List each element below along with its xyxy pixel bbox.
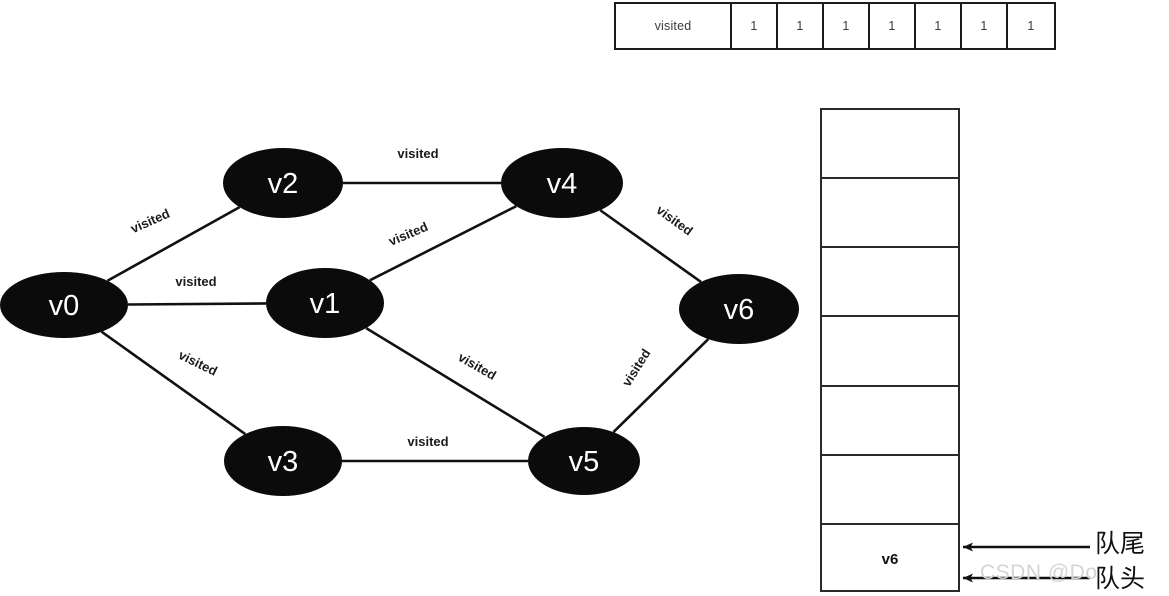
graph-node-v6[interactable]: [679, 274, 799, 344]
edge-label-v1-v4: visited: [386, 219, 430, 249]
edge-label-v2-v4: visited: [397, 146, 438, 161]
edge-label-v5-v6: visited: [619, 346, 654, 389]
edge-label-v1-v5: visited: [456, 349, 499, 383]
visited-cell-6: 1: [1027, 19, 1035, 33]
graph-drawing: v0 v1 v2 v3 v4 v5 v6 visited visited visited visi…: [0, 146, 799, 496]
queue-cell-4: [822, 387, 958, 456]
visited-cell-0: 1: [732, 4, 778, 48]
queue-tail-label: 队尾: [1095, 529, 1146, 558]
graph-node-v0[interactable]: [0, 272, 128, 338]
graph-node-v4[interactable]: [501, 148, 623, 218]
visited-cell-4: 1: [916, 4, 962, 48]
graph-node-v2[interactable]: [223, 148, 343, 218]
queue-head-label: 队头: [1095, 564, 1146, 593]
edge-label-v4-v6: visited: [654, 202, 696, 238]
queue-cell-3: [822, 317, 958, 387]
graph-node-v3[interactable]: [224, 426, 342, 496]
graph-node-label-v2: v2: [268, 168, 299, 200]
queue-cell-2: [822, 248, 958, 318]
graph-edge-v0-v1: [127, 302, 267, 306]
queue-container: v6: [820, 108, 960, 592]
visited-cell-2: 1: [824, 4, 870, 48]
edge-label-v3-v5: visited: [407, 434, 448, 449]
graph-edge-v0-v3: [100, 330, 246, 436]
graph-edge-v0-v2: [106, 206, 241, 282]
graph-edge-v1-v4: [369, 204, 517, 282]
graph-edge-v5-v6: [612, 338, 710, 434]
graph-node-v1[interactable]: [266, 268, 384, 338]
graph-edge-v1-v5: [365, 326, 546, 439]
graph-nodes: v0 v1 v2 v3 v4 v5 v6: [0, 148, 799, 496]
queue-cell-0: [822, 110, 958, 180]
graph-node-v5[interactable]: [528, 427, 640, 495]
visited-cell-1: 1: [778, 4, 824, 48]
edge-label-v0-v1: visited: [175, 274, 216, 289]
visited-cell-3: 1: [870, 4, 916, 48]
queue-cell-1: [822, 179, 958, 249]
graph-node-label-v1: v1: [310, 288, 341, 320]
graph-node-label-v6: v6: [724, 294, 755, 326]
graph-node-label-v3: v3: [268, 446, 299, 478]
graph-node-label-v0: v0: [49, 290, 80, 322]
visited-cell-5: 1: [962, 4, 1008, 48]
edge-label-v0-v2: visited: [128, 206, 172, 236]
visited-array-table: visited 1 1 1 1 1 1 1: [614, 2, 1056, 50]
queue-cell-6: v6: [881, 550, 899, 568]
csdn-watermark: CSDN @Do: [980, 561, 1098, 584]
graph-edges: [100, 181, 710, 463]
edge-label-v0-v3: visited: [176, 347, 220, 379]
graph-node-label-v4: v4: [547, 168, 578, 200]
queue-cell-5: [822, 456, 958, 525]
graph-edge-v4-v6: [599, 209, 702, 283]
graph-node-label-v5: v5: [569, 446, 600, 478]
visited-table-header-cell: visited: [616, 4, 732, 48]
